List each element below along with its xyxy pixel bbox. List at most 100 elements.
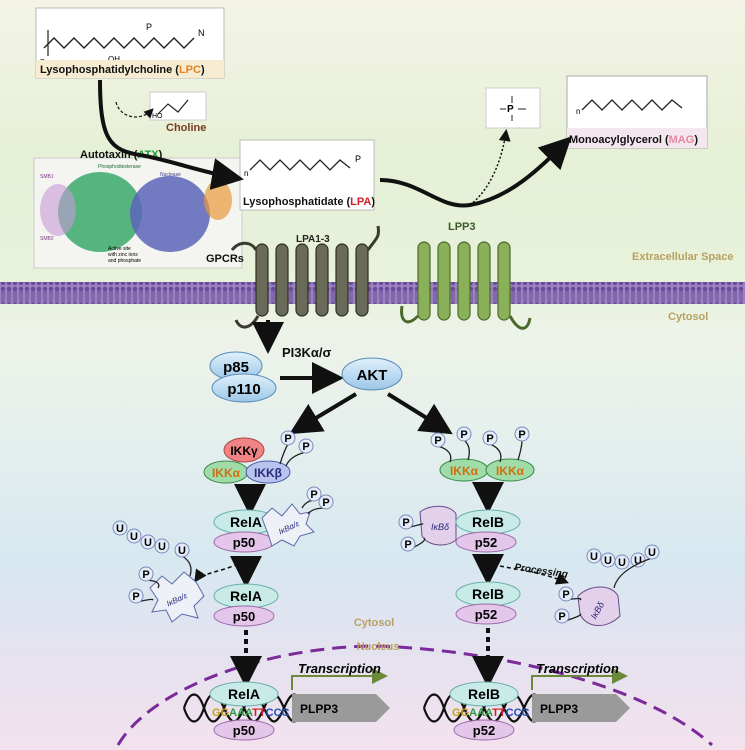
phospho-marker bbox=[298, 438, 314, 454]
phospho-marker bbox=[306, 486, 322, 502]
p52-label-1: p52 bbox=[475, 535, 497, 550]
ubiquitin-marker-label: U bbox=[178, 545, 186, 557]
plpp3-label-right: PLPP3 bbox=[540, 702, 578, 716]
dna-right bbox=[422, 693, 630, 723]
ikka-label-left: IKKα bbox=[212, 466, 241, 480]
phospho-marker-label: P bbox=[460, 429, 467, 441]
p52-label-3: p52 bbox=[473, 723, 495, 738]
ubiquitin-marker-label: U bbox=[144, 537, 152, 549]
lpc-label: Lysophosphatidylcholine (LPC) bbox=[40, 64, 205, 76]
membrane-cytosol-label: Cytosol bbox=[668, 311, 708, 323]
phosphate-structure: P bbox=[485, 87, 541, 129]
ikbd-degraded bbox=[577, 586, 621, 626]
ubiquitin-marker bbox=[154, 538, 170, 554]
p52-node-3 bbox=[453, 719, 515, 741]
phospho-marker bbox=[430, 432, 446, 448]
phospho-marker-label: P bbox=[562, 589, 569, 601]
phospho-marker-label: P bbox=[302, 441, 309, 453]
cytosol-label: Cytosol bbox=[354, 617, 394, 629]
ubiquitin-marker-label: U bbox=[634, 555, 642, 567]
p50-label-2: p50 bbox=[233, 609, 255, 624]
phospho-marker-label: P bbox=[518, 429, 525, 441]
nuclear-envelope bbox=[116, 644, 714, 747]
svg-text:n: n bbox=[576, 107, 580, 116]
p50-label-3: p50 bbox=[233, 723, 255, 738]
ikka-label-right-1: IKKα bbox=[450, 464, 479, 478]
relb-label-1: RelB bbox=[472, 514, 504, 530]
nucleus-label: Nucleus bbox=[357, 641, 400, 653]
ubiquitin-marker-label: U bbox=[130, 531, 138, 543]
ikbd-label-1: IκBδ bbox=[431, 522, 450, 532]
processing-label: Processing bbox=[514, 562, 569, 580]
struct-ho: HO bbox=[152, 113, 163, 120]
akt-label: AKT bbox=[357, 367, 388, 384]
mag-label: Monoacylglycerol (MAG) bbox=[569, 134, 698, 146]
svg-text:P: P bbox=[507, 104, 514, 115]
phospho-marker bbox=[514, 426, 530, 442]
phospho-marker bbox=[318, 494, 334, 510]
gpcrs-label: GPCRs bbox=[206, 253, 244, 265]
ikb-degraded bbox=[149, 571, 205, 623]
p85-label: p85 bbox=[223, 359, 249, 376]
ubiquitin-marker-label: U bbox=[604, 555, 612, 567]
p50-label-1: p50 bbox=[233, 535, 255, 550]
atx-domain-label: Phosphodiesterase bbox=[98, 164, 141, 170]
atx-note-3: and phosphate bbox=[108, 258, 141, 264]
relb-label-2: RelB bbox=[472, 586, 504, 602]
p50-node-2 bbox=[213, 605, 275, 627]
phospho-marker-label: P bbox=[142, 569, 149, 581]
lpc-structure: n OH P N Lysophosphatidylcholine (LPC) bbox=[35, 7, 225, 79]
transcription-arrow-right bbox=[531, 668, 628, 690]
kb-sequence-right: GGAAATTCCC bbox=[452, 707, 530, 719]
atx-smb2-label: SMB2 bbox=[40, 236, 54, 242]
ubiquitin-marker-label: U bbox=[116, 523, 124, 535]
ubiquitin-marker bbox=[112, 520, 128, 536]
phospho-marker bbox=[138, 566, 154, 582]
phospho-marker-label: P bbox=[558, 611, 565, 623]
struct-n-plus: N bbox=[198, 28, 205, 38]
ubiquitin-marker bbox=[126, 528, 142, 544]
phospho-marker-label: P bbox=[310, 489, 317, 501]
p110-label: p110 bbox=[227, 381, 260, 398]
ikk-complex-left: IKKγ IKKα IKKβ bbox=[203, 437, 291, 484]
ubiquitin-marker bbox=[174, 542, 190, 558]
p52-node-2 bbox=[455, 603, 517, 625]
phospho-marker bbox=[554, 608, 570, 624]
choline-label: Choline bbox=[166, 122, 206, 134]
atx-smb1-label: SMB1 bbox=[40, 174, 54, 180]
lpa-structure: n P Lysophosphatidate (LPA) bbox=[239, 139, 375, 211]
kb-sequence-left: GGAAATTCCC bbox=[212, 707, 290, 719]
phospho-marker-label: P bbox=[404, 539, 411, 551]
lpa-label: Lysophosphatidate (LPA) bbox=[243, 196, 375, 208]
p110-node bbox=[211, 373, 277, 403]
phospho-marker bbox=[128, 588, 144, 604]
mag-structure: n Monoacylglycerol (MAG) bbox=[566, 75, 708, 149]
struct-oh: OH bbox=[108, 55, 120, 64]
p50-node-3 bbox=[213, 719, 275, 741]
extracellular-label: Extracellular Space bbox=[632, 251, 734, 263]
phospho-marker bbox=[400, 536, 416, 552]
phospho-marker bbox=[280, 430, 296, 446]
transcription-label-left: Transcription bbox=[298, 661, 381, 676]
ubiquitin-marker-label: U bbox=[158, 541, 166, 553]
relb-label-3: RelB bbox=[468, 686, 500, 702]
p52-label-2: p52 bbox=[475, 607, 497, 622]
rela-label-3: RelA bbox=[228, 686, 260, 702]
ubiquitin-marker-label: U bbox=[648, 547, 656, 559]
lpp3-label: LPP3 bbox=[448, 221, 476, 233]
transcription-label-right: Transcription bbox=[536, 661, 619, 676]
phospho-marker bbox=[558, 586, 574, 602]
phospho-marker-label: P bbox=[486, 433, 493, 445]
rela-node-3 bbox=[209, 681, 279, 707]
atx-note-1: Active site bbox=[108, 246, 131, 252]
akt-node bbox=[341, 357, 403, 391]
ubiquitin-marker bbox=[586, 548, 602, 564]
svg-text:P: P bbox=[355, 154, 361, 164]
svg-text:n: n bbox=[244, 169, 248, 178]
ubiquitin-marker bbox=[644, 544, 660, 560]
cell-membrane bbox=[0, 282, 745, 304]
atx-note-2: with zinc ions bbox=[108, 252, 138, 258]
p52-node-1 bbox=[455, 531, 517, 553]
choline-structure: HO Choline bbox=[149, 91, 207, 134]
